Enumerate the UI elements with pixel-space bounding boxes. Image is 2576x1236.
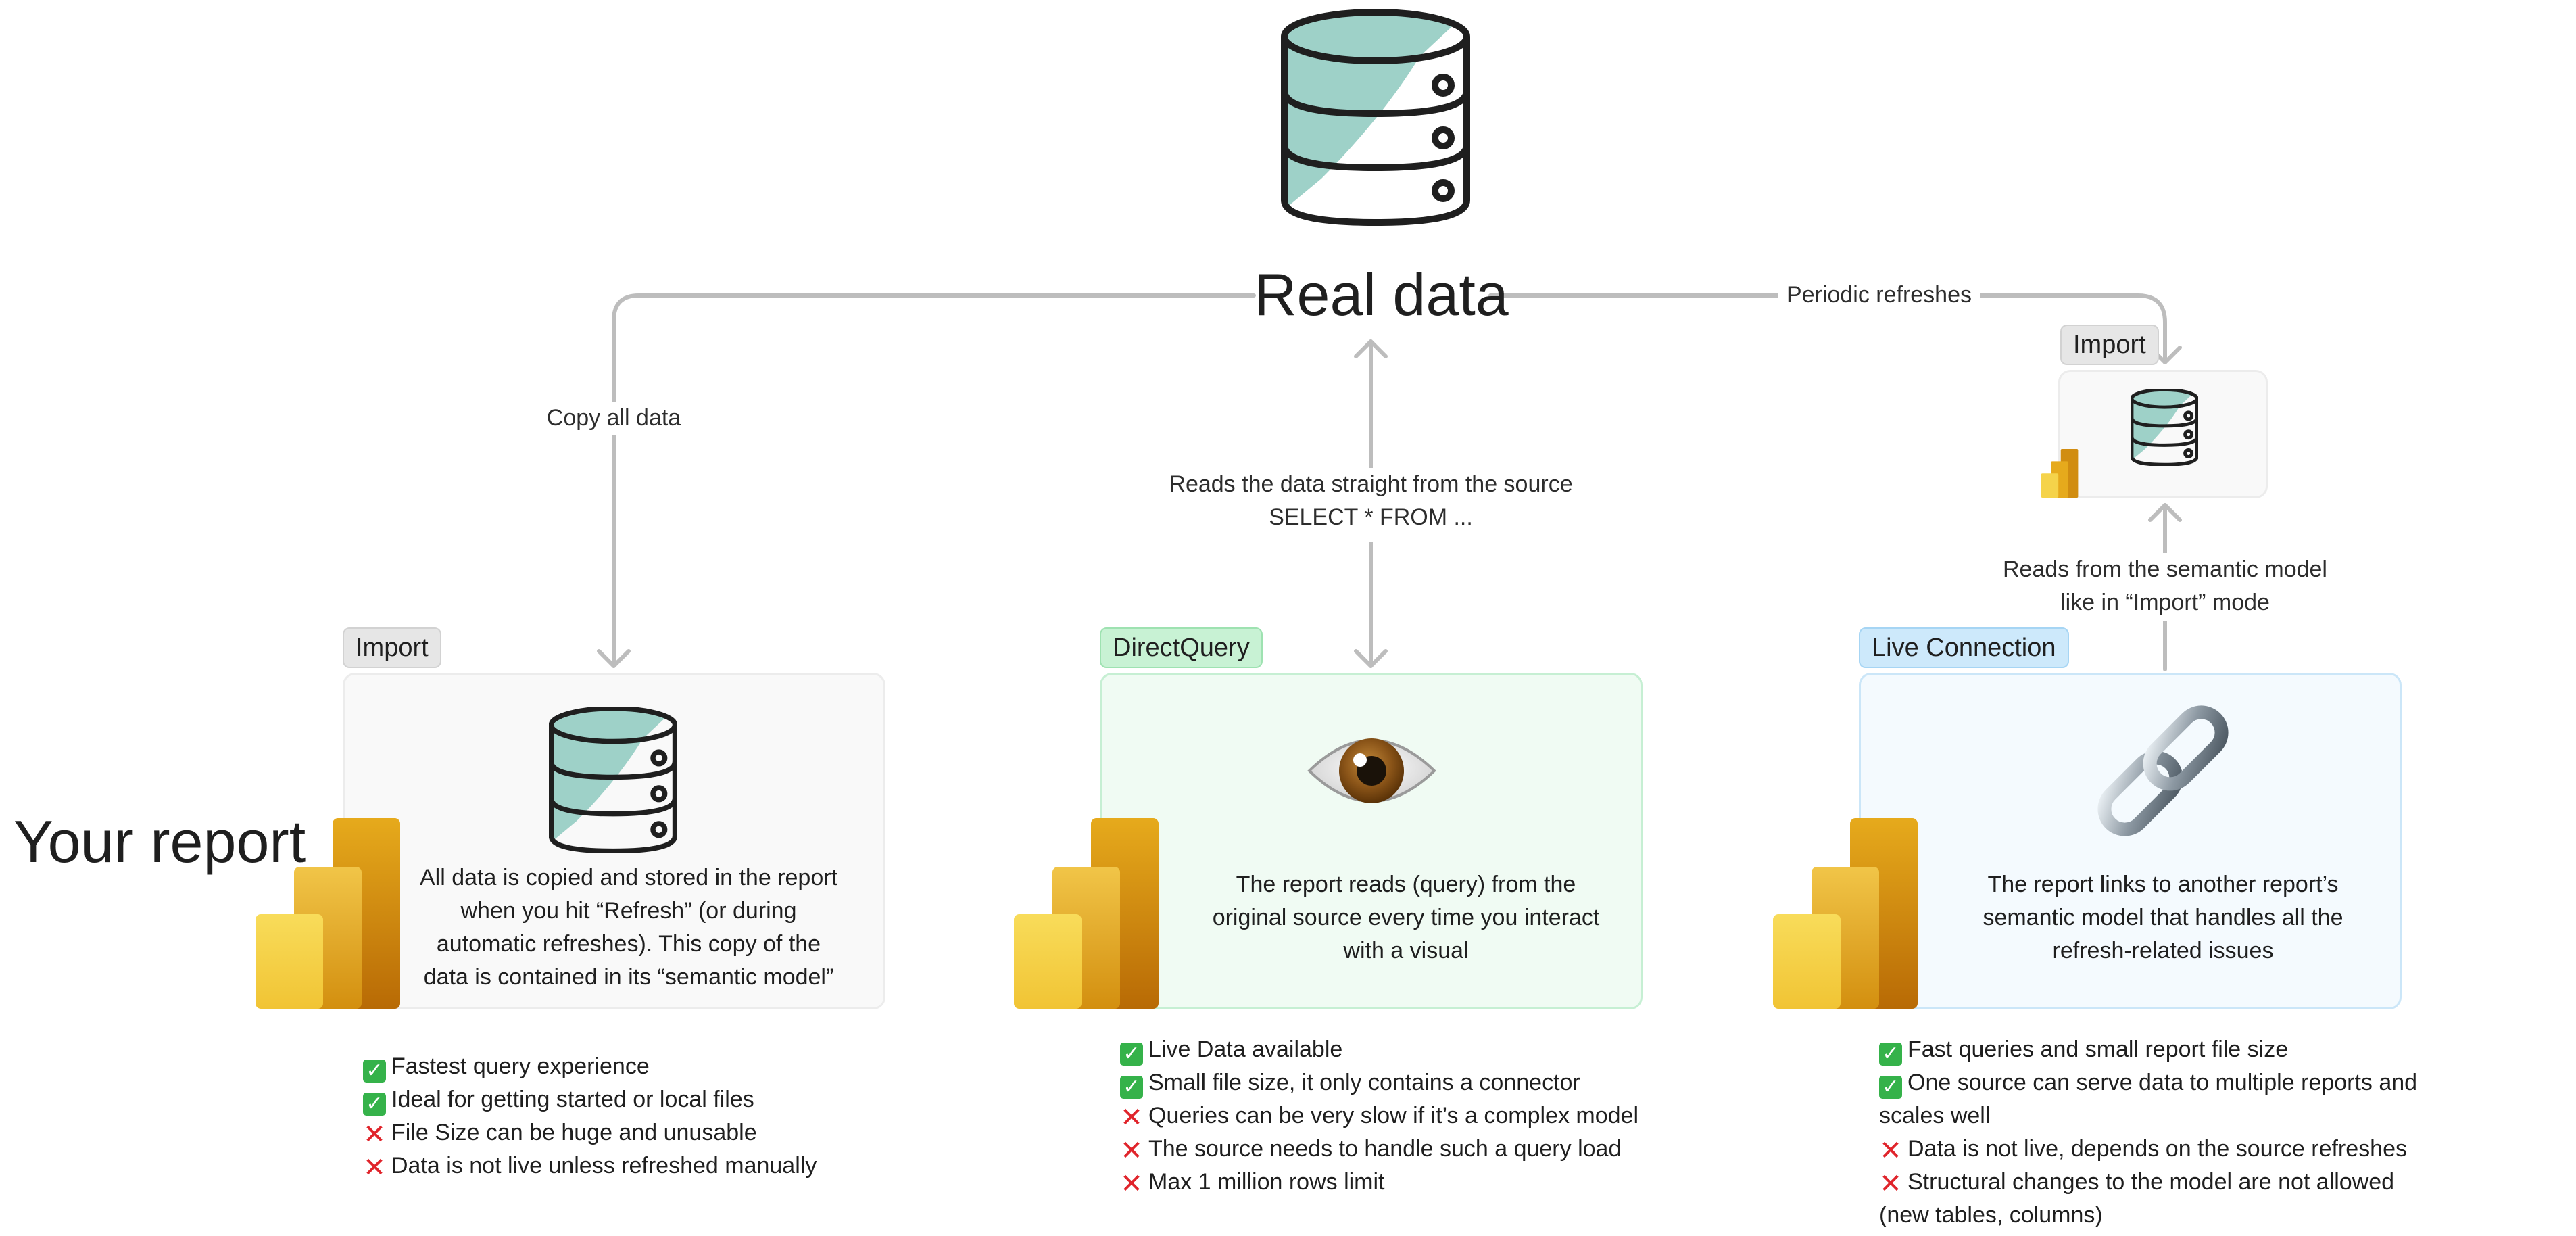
list-item: ✕File Size can be huge and unusable <box>363 1116 817 1149</box>
bullet-text: Live Data available <box>1148 1037 1343 1062</box>
mode-import-description: All data is copied and stored in the rep… <box>419 865 838 990</box>
mode-directquery-power-bi-icon <box>1014 818 1159 1009</box>
bullet-text: Ideal for getting started or local files <box>391 1087 754 1112</box>
bullet-text: (new tables, columns) <box>1879 1202 2103 1228</box>
mode-directquery-bullets: ✓Live Data available ✓Small file size, i… <box>1120 1033 1638 1199</box>
edge-label-reads-straight-line2: SELECT * FROM ... <box>1269 504 1473 530</box>
bullet-text: Fast queries and small report file size <box>1907 1037 2289 1062</box>
check-mark-icon: ✓ <box>363 1060 386 1083</box>
cross-mark-icon: ✕ <box>363 1120 386 1149</box>
edge-periodic-refreshes <box>1488 293 2167 364</box>
upstream-power-bi-icon <box>2040 449 2079 498</box>
list-item: ✓Live Data available <box>1120 1033 1638 1066</box>
bullet-text: Data is not live unless refreshed manual… <box>391 1153 817 1179</box>
bullet-text: Data is not live, depends on the source … <box>1907 1136 2407 1162</box>
check-mark-icon: ✓ <box>1879 1076 1902 1099</box>
edge-label-reads-semantic-line2: like in “Import” mode <box>2060 590 2270 615</box>
list-item: ✓One source can serve data to multiple r… <box>1879 1066 2417 1099</box>
cross-mark-icon: ✕ <box>1120 1136 1143 1166</box>
edge-copy-all-data <box>612 293 1256 668</box>
list-item: ✕Queries can be very slow if it’s a comp… <box>1120 1099 1638 1133</box>
database-icon <box>1281 9 1470 226</box>
edge-label-reads-semantic-line1: Reads from the semantic model <box>2003 556 2327 582</box>
check-mark-icon: ✓ <box>1120 1043 1143 1066</box>
edge-label-periodic-refreshes: Periodic refreshes <box>1778 279 1980 312</box>
mode-import-bullets: ✓Fastest query experience ✓Ideal for get… <box>363 1050 817 1183</box>
edge-label-reads-straight: Reads the data straight from the source … <box>1149 468 1593 542</box>
bullet-text: Queries can be very slow if it’s a compl… <box>1148 1103 1639 1128</box>
mode-directquery-description: The report reads (query) from the origin… <box>1212 872 1600 964</box>
bullet-text: The source needs to handle such a query … <box>1148 1136 1622 1162</box>
cross-mark-icon: ✕ <box>1120 1103 1143 1133</box>
edge-label-copy-all-data: Copy all data <box>541 402 687 435</box>
list-item: ✓Fast queries and small report file size <box>1879 1033 2417 1066</box>
edge-directquery-arrowhead-up <box>1354 339 1388 358</box>
check-mark-icon: ✓ <box>1879 1043 1902 1066</box>
edge-label-reads-straight-line1: Reads the data straight from the source <box>1169 471 1573 497</box>
mode-directquery-tag: DirectQuery <box>1100 627 1263 668</box>
mode-live-connection-description: The report links to another report’s sem… <box>1983 872 2343 964</box>
bullet-text: Structural changes to the model are not … <box>1907 1169 2395 1195</box>
list-item: ✕Max 1 million rows limit <box>1120 1166 1638 1199</box>
cross-mark-icon: ✕ <box>363 1153 386 1183</box>
list-item: ✕The source needs to handle such a query… <box>1120 1133 1638 1166</box>
mode-live-connection-tag: Live Connection <box>1859 627 2069 668</box>
edge-label-reads-semantic: Reads from the semantic model like in “I… <box>1980 553 2350 621</box>
bullet-text: Max 1 million rows limit <box>1148 1169 1385 1195</box>
mode-live-connection-chain-link-icon <box>2095 703 2231 838</box>
list-item: scales well <box>1879 1099 2417 1133</box>
mode-live-connection-bullets: ✓Fast queries and small report file size… <box>1879 1033 2417 1232</box>
bullet-text: One source can serve data to multiple re… <box>1907 1070 2418 1095</box>
edge-copy-arrowhead <box>597 649 631 668</box>
list-item: ✕Data is not live, depends on the source… <box>1879 1133 2417 1166</box>
list-item: ✓Fastest query experience <box>363 1050 817 1083</box>
cross-mark-icon: ✕ <box>1879 1169 1902 1199</box>
bullet-text: scales well <box>1879 1103 1991 1128</box>
check-mark-icon: ✓ <box>1120 1076 1143 1099</box>
list-item: ✕Data is not live unless refreshed manua… <box>363 1149 817 1183</box>
mode-directquery-card <box>1100 673 1643 1009</box>
mode-import-database-icon <box>549 707 677 853</box>
cross-mark-icon: ✕ <box>1120 1169 1143 1199</box>
bullet-text: File Size can be huge and unusable <box>391 1120 757 1145</box>
mode-directquery-eye-icon <box>1306 717 1438 825</box>
list-item: ✓Small file size, it only contains a con… <box>1120 1066 1638 1099</box>
upstream-model-tag: Import <box>2060 325 2159 365</box>
mode-live-connection-power-bi-icon <box>1773 818 1918 1009</box>
upstream-database-icon <box>2131 389 2198 466</box>
cross-mark-icon: ✕ <box>1879 1136 1902 1166</box>
check-mark-icon: ✓ <box>363 1093 386 1116</box>
bullet-text: Fastest query experience <box>391 1053 650 1079</box>
list-item: ✓Ideal for getting started or local file… <box>363 1083 817 1116</box>
edge-directquery-arrowhead-down <box>1354 649 1388 668</box>
list-item: ✕Structural changes to the model are not… <box>1879 1166 2417 1199</box>
list-item: (new tables, columns) <box>1879 1199 2417 1232</box>
bullet-text: Small file size, it only contains a conn… <box>1148 1070 1580 1095</box>
edge-live-arrowhead <box>2148 503 2182 522</box>
mode-import-tag: Import <box>343 627 441 668</box>
report-label: Your report <box>14 808 306 875</box>
mode-live-connection-card <box>1859 673 2402 1009</box>
source-title: Real data <box>1254 261 1509 328</box>
mode-import-power-bi-icon <box>256 818 400 1009</box>
